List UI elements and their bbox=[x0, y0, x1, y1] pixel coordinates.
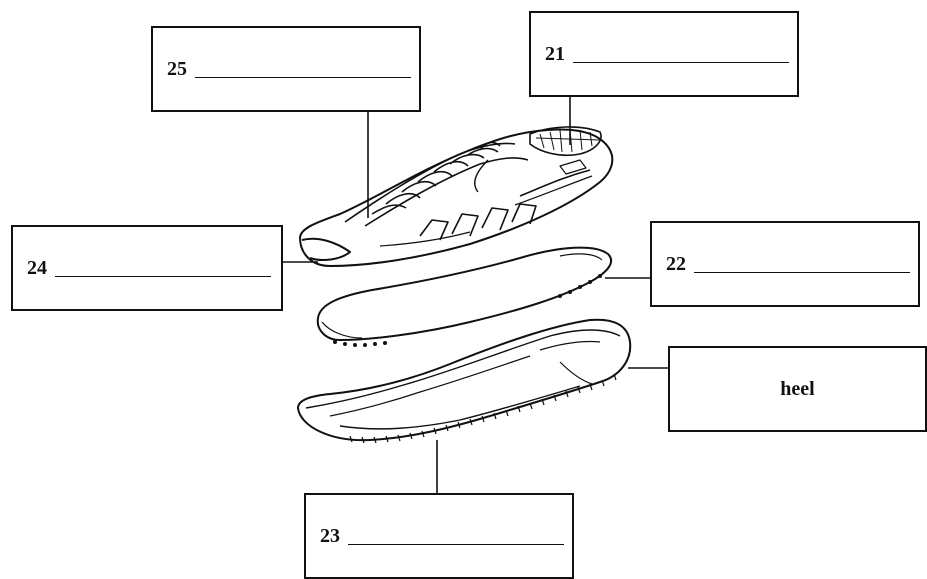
label-box-22: 22 bbox=[650, 221, 920, 307]
answer-blank-25[interactable] bbox=[195, 61, 411, 78]
label-box-23: 23 bbox=[304, 493, 574, 579]
label-box-21: 21 bbox=[529, 11, 799, 97]
leader-lines bbox=[283, 97, 668, 493]
label-number-25: 25 bbox=[167, 58, 187, 81]
label-number-21: 21 bbox=[545, 43, 565, 66]
answer-blank-23[interactable] bbox=[348, 528, 564, 545]
shoe-outsole bbox=[298, 320, 630, 443]
shoe-upper bbox=[300, 127, 612, 266]
label-number-23: 23 bbox=[320, 525, 340, 548]
label-number-22: 22 bbox=[666, 253, 686, 276]
label-number-24: 24 bbox=[27, 257, 47, 280]
label-box-24: 24 bbox=[11, 225, 283, 311]
label-box-heel: heel bbox=[668, 346, 927, 432]
answer-blank-22[interactable] bbox=[694, 256, 910, 273]
answer-blank-21[interactable] bbox=[573, 46, 789, 63]
label-box-25: 25 bbox=[151, 26, 421, 112]
label-word-heel: heel bbox=[670, 378, 925, 401]
answer-blank-24[interactable] bbox=[55, 260, 271, 277]
